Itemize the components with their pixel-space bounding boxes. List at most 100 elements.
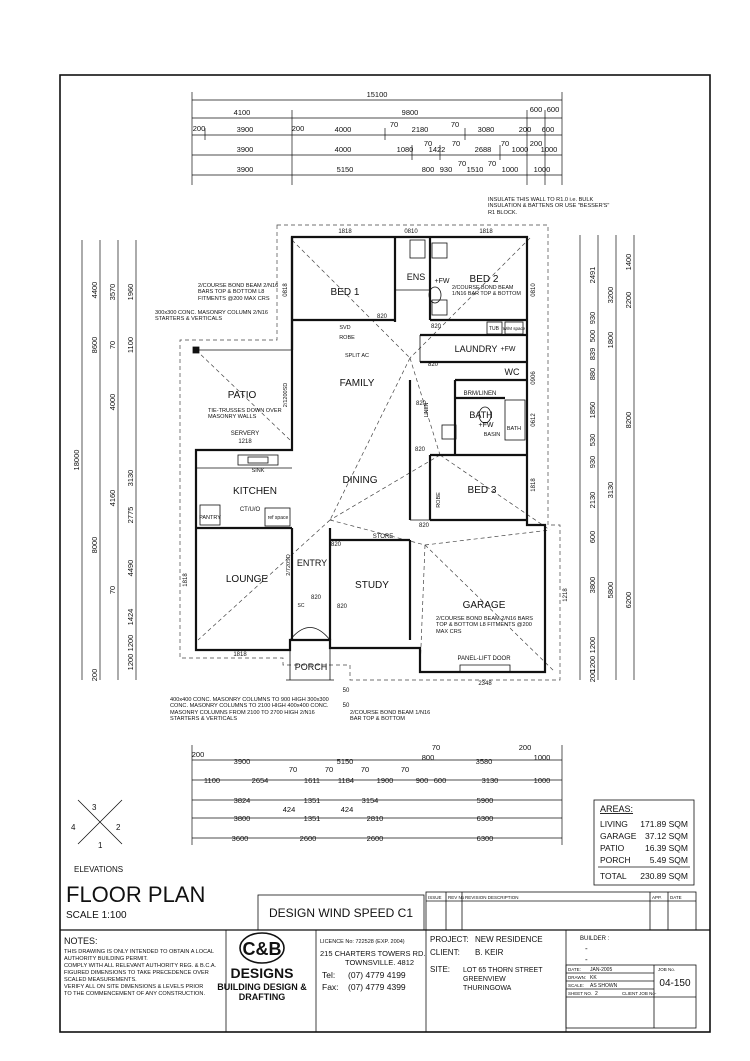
elevations-compass: 3 2 1 4 ELEVATIONS: [71, 799, 123, 874]
svg-text:DATE: DATE: [670, 895, 682, 900]
dim-right-inner-7: 1850: [588, 402, 597, 419]
areas-heading: AREAS:: [600, 804, 633, 814]
project-label: PROJECT:: [430, 935, 469, 944]
job-number: 04-150: [659, 978, 691, 989]
dim-right-inner-3: 930: [588, 312, 597, 325]
dim-top-r3-2: 1080: [397, 145, 414, 154]
dim-left-inner-0: 3570: [108, 284, 117, 301]
dim-top-r1-2: 600: [530, 105, 543, 114]
drawing-title: FLOOR PLAN: [66, 882, 205, 907]
dim-top-r2-2: 200: [292, 124, 305, 133]
svg-text:0818: 0818: [283, 283, 289, 297]
svg-text:70: 70: [361, 765, 369, 774]
area-living-label: LIVING: [600, 819, 628, 829]
dim-top-r1-0: 4100: [234, 108, 251, 117]
note-porch-columns: 400x400 CONC. MASONRY COLUMNS TO 900 HIG…: [170, 697, 329, 723]
dim-top-r4-5: 1510: [467, 165, 484, 174]
elevations-label: ELEVATIONS: [74, 865, 123, 874]
linen-label: LINEN: [424, 402, 430, 417]
dim-left-inner-11: 1200: [126, 635, 135, 652]
dim-right-inner-12: 600: [588, 531, 597, 544]
svg-text:820: 820: [311, 595, 322, 601]
ct-uo-label: CT/U/O: [240, 507, 261, 513]
dim-right-inner-15: 1200: [588, 637, 597, 654]
svg-text:COMPLY WITH ALL RELEVANT AUTHO: COMPLY WITH ALL RELEVANT AUTHORITY REG. …: [64, 963, 217, 969]
svg-text:0810: 0810: [531, 283, 537, 297]
dim-top-r3-9: 200: [530, 139, 543, 148]
svg-text:820: 820: [415, 447, 426, 453]
split-ac-label: SPLIT AC: [345, 353, 369, 359]
dim-top-r4-0: 3900: [237, 165, 254, 174]
area-patio-label: PATIO: [600, 843, 625, 853]
dim-right-inner-0: 2491: [588, 267, 597, 284]
svg-text:424: 424: [341, 805, 354, 814]
svg-text:3800: 3800: [234, 814, 251, 823]
address2: TOWNSVILLE. 4812: [345, 958, 414, 967]
dim-right-inner-11: 3130: [606, 482, 615, 499]
dim-right-outer-0: 1400: [624, 254, 633, 271]
robe-bed3-label: ROBE: [436, 492, 442, 508]
svd-label: SVD: [339, 325, 350, 331]
dim-top-r2-7: 3080: [478, 125, 495, 134]
dim-top-r2-1: 3900: [237, 125, 254, 134]
fax-number: (07) 4779 4399: [348, 982, 406, 992]
svg-text:900: 900: [416, 776, 429, 785]
svg-text:50: 50: [343, 688, 350, 694]
dim-top-r4-3: 930: [440, 165, 453, 174]
dim-top-r4-1: 5150: [337, 165, 354, 174]
svg-text:FIGURED DIMENSIONS TO TAKE PRE: FIGURED DIMENSIONS TO TAKE PRECEDENCE OV…: [64, 970, 209, 976]
title-block: FLOOR PLAN SCALE 1:100 DESIGN WIND SPEED…: [60, 882, 710, 1032]
note-insulate: INSULATE THIS WALL TO R1.0 i.e. BULK INS…: [488, 197, 610, 216]
dim-left-outer-3: 200: [90, 669, 99, 682]
svg-text:1900: 1900: [377, 776, 394, 785]
wind-speed: DESIGN WIND SPEED C1: [269, 906, 413, 920]
dim-right-inner-13: 3800: [588, 577, 597, 594]
room-ens-fw: +FW: [435, 278, 450, 285]
svg-text:1818: 1818: [338, 229, 352, 235]
room-dining: DINING: [343, 475, 378, 486]
room-laundry-fw: +FW: [501, 346, 516, 353]
svg-text:0810: 0810: [404, 229, 418, 235]
dim-top-r3-6: 2688: [475, 145, 492, 154]
area-garage-label: GARAGE: [600, 831, 637, 841]
svg-text:SCALE:: SCALE:: [568, 983, 584, 988]
builder-label: BUILDER :: [580, 936, 610, 942]
dim-left-inner-2: 4000: [108, 394, 117, 411]
area-garage-value: 37.12 SQM: [645, 831, 688, 841]
svg-text:1: 1: [98, 841, 103, 850]
areas-table: AREAS: LIVING 171.89 SQM GARAGE 37.12 SQ…: [593, 799, 695, 886]
patio-outline: [196, 349, 293, 451]
room-study: STUDY: [355, 580, 389, 591]
svg-text:424: 424: [283, 805, 296, 814]
note-column: 300x300 CONC. MASONRY COLUMN 2/N16 START…: [155, 310, 268, 323]
svg-text:DRAWN:: DRAWN:: [568, 975, 586, 980]
svg-text:CLIENT JOB No-: CLIENT JOB No-: [622, 991, 657, 996]
svg-text:1184: 1184: [338, 776, 354, 785]
area-living-value: 171.89 SQM: [640, 819, 688, 829]
svg-text:1218: 1218: [563, 588, 569, 602]
top-dimensions: 15100 4100 9800 600 600 200 3900 200 400…: [191, 90, 563, 185]
svg-text:2/1200SD: 2/1200SD: [283, 383, 289, 407]
address1: 215 CHARTERS TOWERS RD.: [320, 949, 425, 958]
dim-top-r4-7: 1000: [502, 165, 519, 174]
dim-left-inner-6: 1100: [126, 337, 135, 353]
room-basin: BASIN: [484, 432, 501, 438]
svg-text:3824: 3824: [234, 796, 251, 805]
servery-label: SERVERY: [231, 431, 259, 437]
svg-text:3154: 3154: [362, 796, 379, 805]
room-bath: BATH: [469, 410, 492, 420]
dim-left-inner-10: 1424: [126, 609, 135, 626]
svg-text:THIS DRAWING IS ONLY INTENDED: THIS DRAWING IS ONLY INTENDED TO OBTAIN …: [64, 949, 214, 955]
svg-text:2600: 2600: [367, 834, 384, 843]
svg-text:ISSUE: ISSUE: [428, 895, 442, 900]
dim-top-r3-0: 3900: [237, 145, 254, 154]
svg-text:3580: 3580: [476, 757, 493, 766]
room-store: STORE: [373, 534, 394, 540]
svg-text:3600: 3600: [232, 834, 249, 843]
dim-left-outer-2: 8000: [90, 537, 99, 554]
dim-top-r1-1: 9800: [402, 108, 419, 117]
logo-initials: C&B: [243, 939, 282, 959]
panel-lift-door-label: PANEL-LIFT DOOR: [457, 656, 511, 662]
svg-text:-: -: [585, 944, 588, 953]
